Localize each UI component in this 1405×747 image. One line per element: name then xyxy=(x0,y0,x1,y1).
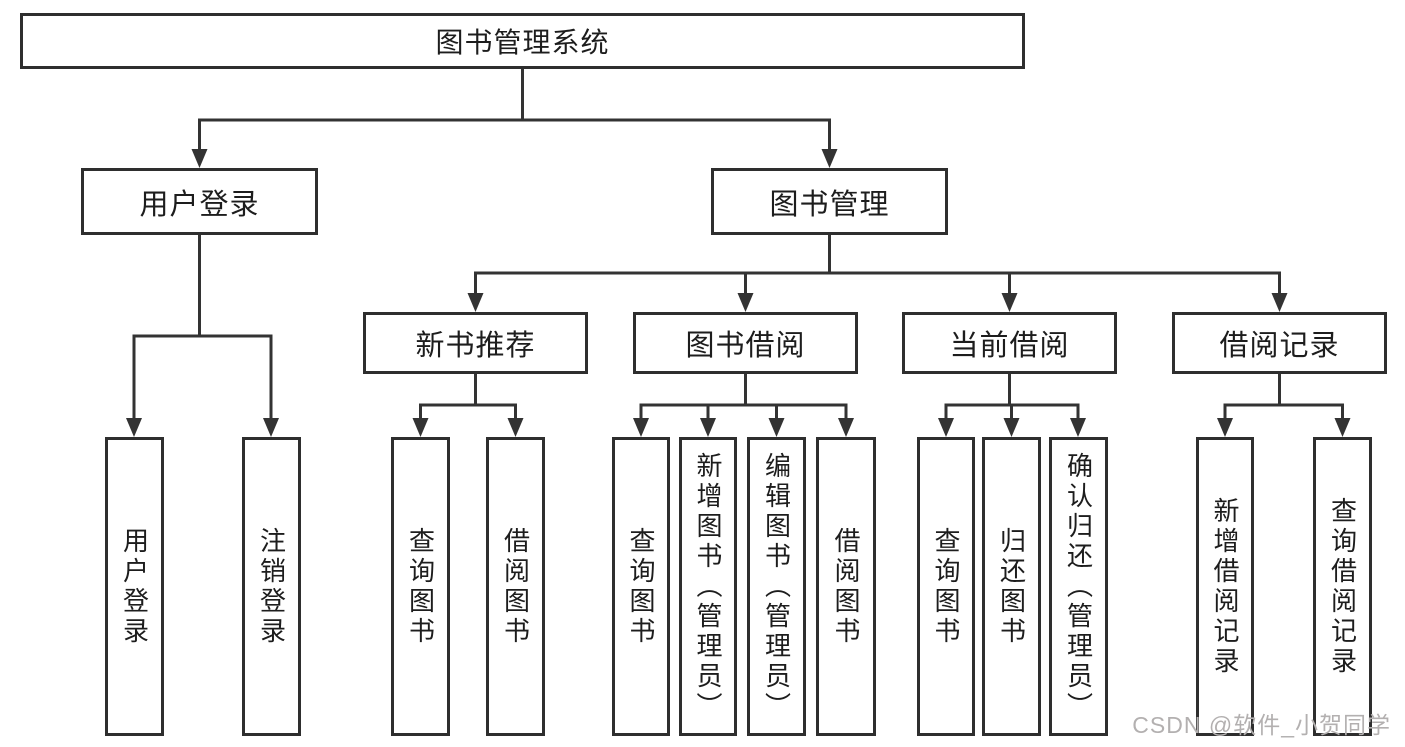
leaf-borrow-book-label: 借阅图书 xyxy=(831,526,861,647)
leaf-newbook-query: 查询图书 xyxy=(391,437,450,736)
leaf-borrow-query: 查询图书 xyxy=(612,437,670,736)
node-book-borrow: 图书借阅 xyxy=(633,312,858,374)
leaf-current-query-label: 查询图书 xyxy=(931,526,961,647)
leaf-logout: 注销登录 xyxy=(242,437,301,736)
leaf-user-login: 用户登录 xyxy=(105,437,164,736)
leaf-newbook-borrow: 借阅图书 xyxy=(486,437,545,736)
arrowhead-icons xyxy=(126,149,1351,437)
leaf-borrow-query-label: 查询图书 xyxy=(626,526,656,647)
node-current-borrow-label: 当前借阅 xyxy=(949,330,1070,362)
node-user-login: 用户登录 xyxy=(81,168,318,235)
node-borrow-records: 借阅记录 xyxy=(1172,312,1387,374)
leaf-record-query-label: 查询借阅记录 xyxy=(1327,496,1358,677)
leaf-record-add-label: 新增借阅记录 xyxy=(1210,496,1240,677)
leaf-record-query: 查询借阅记录 xyxy=(1313,437,1372,736)
leaf-logout-label: 注销登录 xyxy=(256,526,287,647)
leaf-borrow-add-admin: 新增图书（管理员） xyxy=(679,437,737,736)
node-new-book-recommend-label: 新书推荐 xyxy=(415,330,536,362)
leaf-newbook-borrow-label: 借阅图书 xyxy=(500,526,531,647)
node-book-management-label: 图书管理 xyxy=(769,188,890,221)
leaf-newbook-query-label: 查询图书 xyxy=(405,526,436,647)
node-current-borrow: 当前借阅 xyxy=(902,312,1117,374)
node-book-management: 图书管理 xyxy=(711,168,948,235)
leaf-current-query: 查询图书 xyxy=(917,437,975,736)
leaf-borrow-add-admin-label: 新增图书（管理员） xyxy=(693,451,723,722)
leaf-record-add: 新增借阅记录 xyxy=(1196,437,1254,736)
csdn-watermark: CSDN @软件_小贺同学 xyxy=(1132,712,1391,738)
node-root-system-label: 图书管理系统 xyxy=(435,27,610,58)
leaf-borrow-edit-admin-label: 编辑图书（管理员） xyxy=(761,451,792,722)
leaf-current-return: 归还图书 xyxy=(982,437,1041,736)
node-user-login-label: 用户登录 xyxy=(139,188,260,221)
leaf-user-login-label: 用户登录 xyxy=(119,526,150,647)
node-root-system: 图书管理系统 xyxy=(20,13,1025,69)
node-borrow-records-label: 借阅记录 xyxy=(1219,330,1340,362)
node-book-borrow-label: 图书借阅 xyxy=(685,330,806,362)
node-new-book-recommend: 新书推荐 xyxy=(363,312,588,374)
leaf-borrow-edit-admin: 编辑图书（管理员） xyxy=(747,437,806,736)
leaf-current-confirm-return-admin-label: 确认归还（管理员） xyxy=(1063,451,1094,722)
leaf-current-return-label: 归还图书 xyxy=(996,526,1027,647)
leaf-current-confirm-return-admin: 确认归还（管理员） xyxy=(1049,437,1108,736)
leaf-borrow-book: 借阅图书 xyxy=(816,437,876,736)
